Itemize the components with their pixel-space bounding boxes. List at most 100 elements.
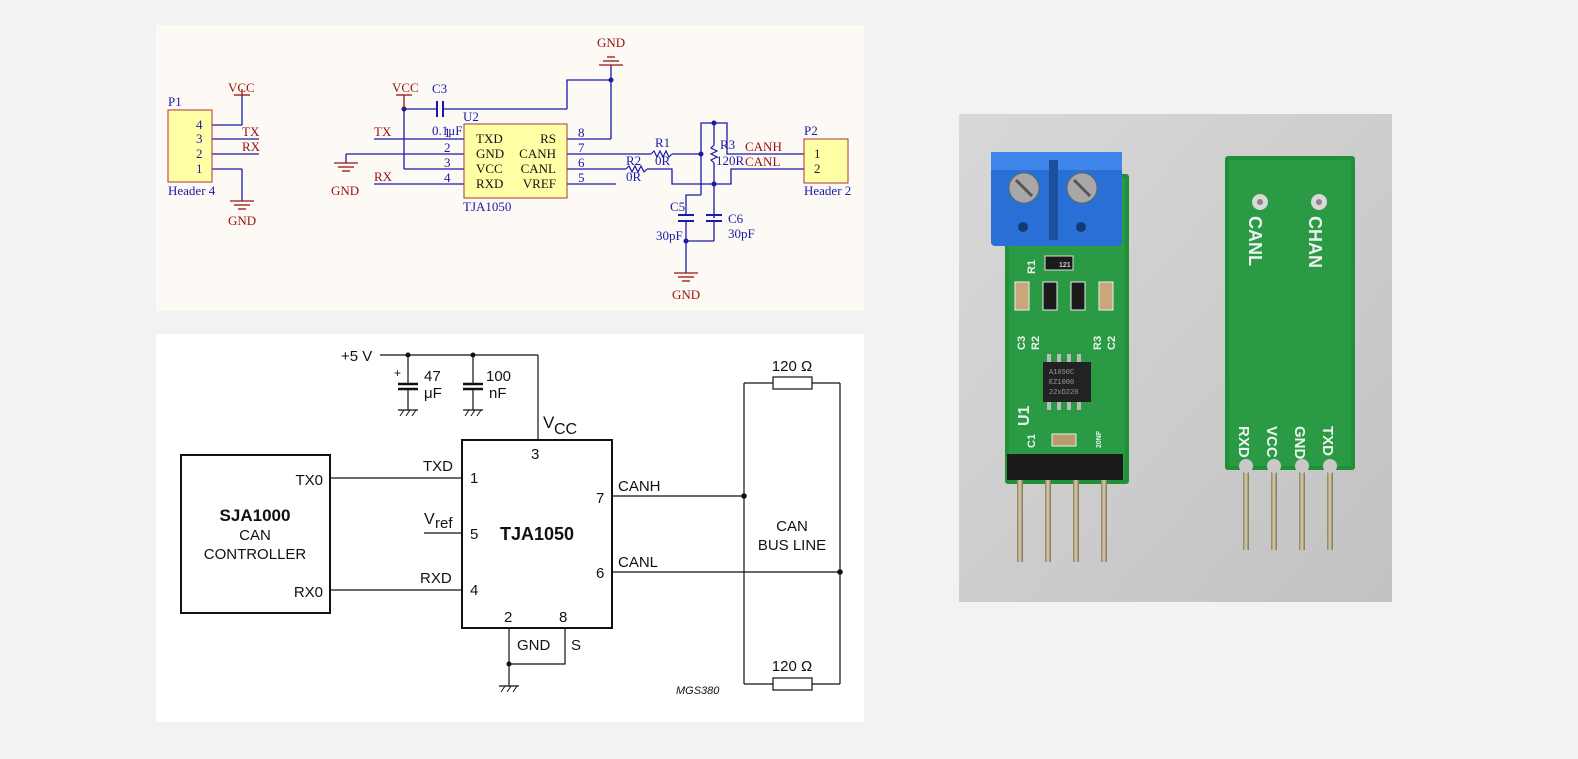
- u2-pin-name: CANH: [519, 146, 556, 161]
- canh-label: CANH: [618, 478, 661, 495]
- back-pin-gnd: GND: [1291, 426, 1308, 460]
- p1-gnd-label: GND: [228, 213, 256, 228]
- u2-rx-label: RX: [374, 169, 393, 184]
- c6-ref: C6: [728, 211, 744, 226]
- canl-label: CANL: [618, 554, 658, 571]
- p1-header: [167, 109, 213, 183]
- p1-pin-label: 1: [196, 161, 203, 176]
- p1-name: Header 4: [168, 183, 216, 198]
- back-pin-txd: TXD: [1319, 426, 1336, 456]
- cap1-polarity: +: [394, 366, 401, 380]
- u2-pin-num: 2: [444, 140, 451, 155]
- cap1-unit: μF: [424, 385, 442, 402]
- r1-value: 0R: [655, 153, 671, 168]
- u2-pin-num: 4: [444, 170, 451, 185]
- supply-label: +5 V: [341, 348, 372, 365]
- pin-5: 5: [470, 526, 478, 543]
- u2-pin-name: VCC: [476, 161, 503, 176]
- terminator-bottom: 120 Ω: [772, 658, 812, 675]
- u2-pin-name: CANL: [521, 161, 556, 176]
- p1-tx-label: TX: [242, 124, 260, 139]
- p1-pin-label: 4: [196, 117, 203, 132]
- pcb-r1-code: 121: [1059, 262, 1071, 269]
- u2-ref: U2: [463, 109, 479, 124]
- chip-mark-3: 22xD220: [1049, 389, 1078, 397]
- c3-ref: C3: [432, 81, 447, 96]
- figure-code: MGS380: [676, 685, 720, 697]
- vref-label: V: [424, 511, 435, 528]
- terminator-top: 120 Ω: [772, 358, 812, 375]
- p2-pin-label: 1: [814, 146, 821, 161]
- u2-pin-name: RS: [540, 131, 556, 146]
- gnd-label: GND: [517, 637, 551, 654]
- u2-tx-label: TX: [374, 124, 392, 139]
- c5-ref: C5: [670, 199, 685, 214]
- u2-pin-name: GND: [476, 146, 504, 161]
- p2-header: [803, 138, 849, 184]
- bus-line1: CAN: [776, 518, 808, 535]
- pin-4: 4: [470, 582, 478, 599]
- r3-ref: R3: [720, 137, 735, 152]
- vcc-subscript: CC: [554, 421, 577, 438]
- chip-mark-1: A1050C: [1049, 369, 1074, 377]
- chip-mark-2: EZ1000: [1049, 379, 1074, 387]
- transceiver-name: TJA1050: [500, 524, 574, 544]
- c3-value: 0.1μF: [432, 123, 462, 138]
- application-schematic: +5 V + 4 7 μF 100 nF V CC SJA1000 CAN CON…: [156, 334, 864, 722]
- r2-value: 0R: [626, 169, 642, 184]
- rxd-label: RXD: [420, 570, 452, 587]
- u2-pin-num: 6: [578, 155, 585, 170]
- u2-pin-num: 7: [578, 140, 585, 155]
- rx0-label: RX0: [294, 584, 323, 601]
- p1-rx-label: RX: [242, 139, 261, 154]
- u2-name: TJA1050: [463, 199, 511, 214]
- controller-line1: CAN: [239, 527, 271, 544]
- back-pin-vcc: VCC: [1263, 426, 1280, 458]
- tx0-label: TX0: [295, 472, 323, 489]
- pcb-r3: R3: [1092, 336, 1104, 350]
- front-module: R1 121 C3 R2 R3 C2 U1 C1 20NF A1050C EZ1…: [991, 152, 1129, 562]
- pcb-c3: C3: [1016, 336, 1028, 350]
- p2-name: Header 2: [804, 183, 851, 198]
- r2-ref: R2: [626, 153, 641, 168]
- p1-pin-label: 3: [196, 131, 203, 146]
- cap2-unit: nF: [489, 385, 507, 402]
- controller-line2: CONTROLLER: [204, 546, 307, 563]
- u2-pin-name: VREF: [523, 176, 556, 191]
- r3-value: 120R: [716, 153, 745, 168]
- p1-vcc-label: VCC: [228, 80, 255, 95]
- pin-3: 3: [531, 446, 539, 463]
- u2-pin-num: 8: [578, 125, 585, 140]
- controller-name: SJA1000: [220, 506, 291, 525]
- u2-pin-num: 1: [444, 125, 451, 140]
- cap-gnd-label: GND: [672, 287, 700, 302]
- pin-7: 7: [596, 490, 604, 507]
- pcb-cap-code: 20NF: [1096, 430, 1103, 448]
- pin-6: 6: [596, 565, 604, 582]
- pcb-u1: U1: [1016, 405, 1033, 426]
- r1-ref: R1: [655, 135, 670, 150]
- u2-pin-num: 3: [444, 155, 451, 170]
- transceiver-ic: [1043, 362, 1091, 402]
- u2-chip: [463, 123, 568, 199]
- back-label-canl: CANL: [1245, 216, 1265, 266]
- cap2-value: 100: [486, 368, 511, 385]
- vcc-label: V: [543, 413, 555, 432]
- c6-value: 30pF: [728, 226, 755, 241]
- u2-pin-name: TXD: [476, 131, 503, 146]
- pcb-c2: C2: [1106, 336, 1118, 350]
- back-label-chan: CHAN: [1305, 216, 1325, 268]
- c5-value: 30pF: [656, 228, 683, 243]
- pin-2: 2: [504, 609, 512, 626]
- p1-pin-label: 2: [196, 146, 203, 161]
- pin-8: 8: [559, 609, 567, 626]
- u2-gnd-label: GND: [331, 183, 359, 198]
- s-label: S: [571, 637, 581, 654]
- back-pin-rxd: RXD: [1235, 426, 1252, 458]
- back-module: CANL CHAN RXD VCC GND TXD: [1225, 156, 1355, 550]
- p2-pin-label: 2: [814, 161, 821, 176]
- pcb-c1: C1: [1026, 434, 1038, 448]
- bus-line2: BUS LINE: [758, 537, 826, 554]
- module-photo: R1 121 C3 R2 R3 C2 U1 C1 20NF A1050C EZ1…: [959, 114, 1392, 602]
- pin-1: 1: [470, 470, 478, 487]
